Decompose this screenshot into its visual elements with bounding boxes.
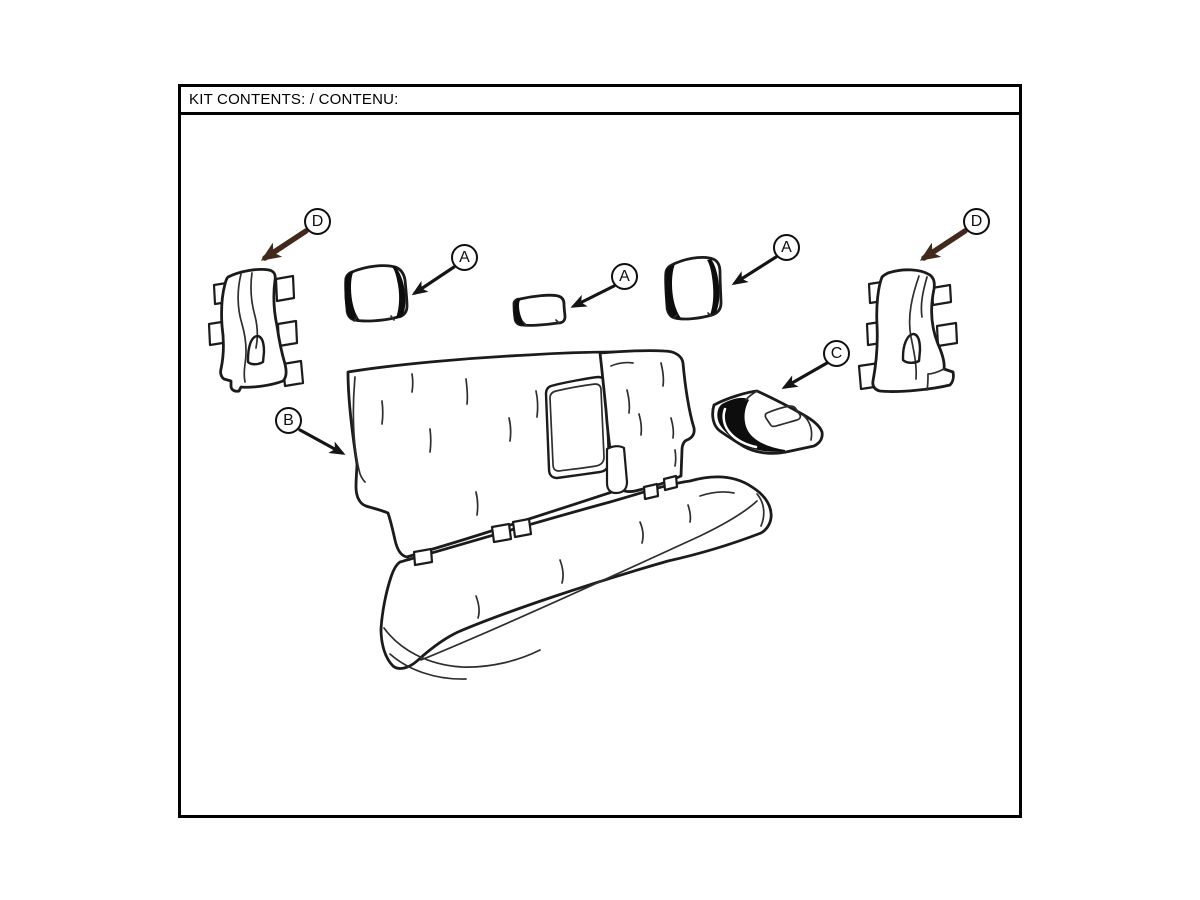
arrow-a-middle: [570, 284, 616, 308]
callout-d-left-label: D: [311, 212, 324, 230]
callout-arrows: [260, 228, 968, 455]
callout-a-left: A: [451, 244, 478, 271]
side-cover-right-body: [871, 268, 955, 393]
armrest-window-outer: [544, 375, 611, 480]
kit-contents-panel: KIT CONTENTS: / CONTENU:: [178, 84, 1022, 818]
callout-d-right: D: [963, 208, 990, 235]
panel-header: KIT CONTENTS: / CONTENU:: [181, 87, 1019, 115]
callout-b-label: B: [283, 411, 294, 429]
headrest-cover-left-illustration: [344, 264, 409, 323]
headrest-cover-center-illustration: [512, 293, 567, 327]
callout-a-left-label: A: [459, 248, 470, 266]
attachment-tabs: [412, 474, 679, 567]
seat-back-cover-illustration: [346, 349, 696, 559]
callout-c-label: C: [830, 344, 843, 362]
side-cover-right-illustration: [857, 268, 959, 393]
seat-back-strap: [605, 445, 629, 495]
kit-diagram: [207, 228, 968, 680]
callout-b: B: [275, 407, 302, 434]
arrow-b: [298, 428, 346, 455]
armrest-cover-illustration: [711, 389, 824, 455]
callout-c: C: [823, 340, 850, 367]
callout-a-right-label: A: [781, 238, 792, 256]
headrest-cover-right-illustration: [664, 255, 723, 321]
callout-a-middle-label: A: [619, 267, 630, 285]
arrow-d-left: [260, 228, 309, 261]
callout-a-right: A: [773, 234, 800, 261]
arrow-c: [781, 361, 829, 389]
callout-d-left: D: [304, 208, 331, 235]
arrow-d-right: [919, 228, 968, 261]
arrow-a-right: [731, 255, 778, 286]
seat-back-outline: [346, 350, 621, 559]
side-cover-left-illustration: [207, 268, 305, 393]
callout-a-middle: A: [611, 263, 638, 290]
side-cover-left-body: [219, 268, 288, 393]
panel-title: KIT CONTENTS: / CONTENU:: [189, 91, 399, 108]
arrow-a-left: [411, 265, 456, 296]
armrest-window-inner: [549, 383, 605, 472]
callout-d-right-label: D: [970, 212, 983, 230]
